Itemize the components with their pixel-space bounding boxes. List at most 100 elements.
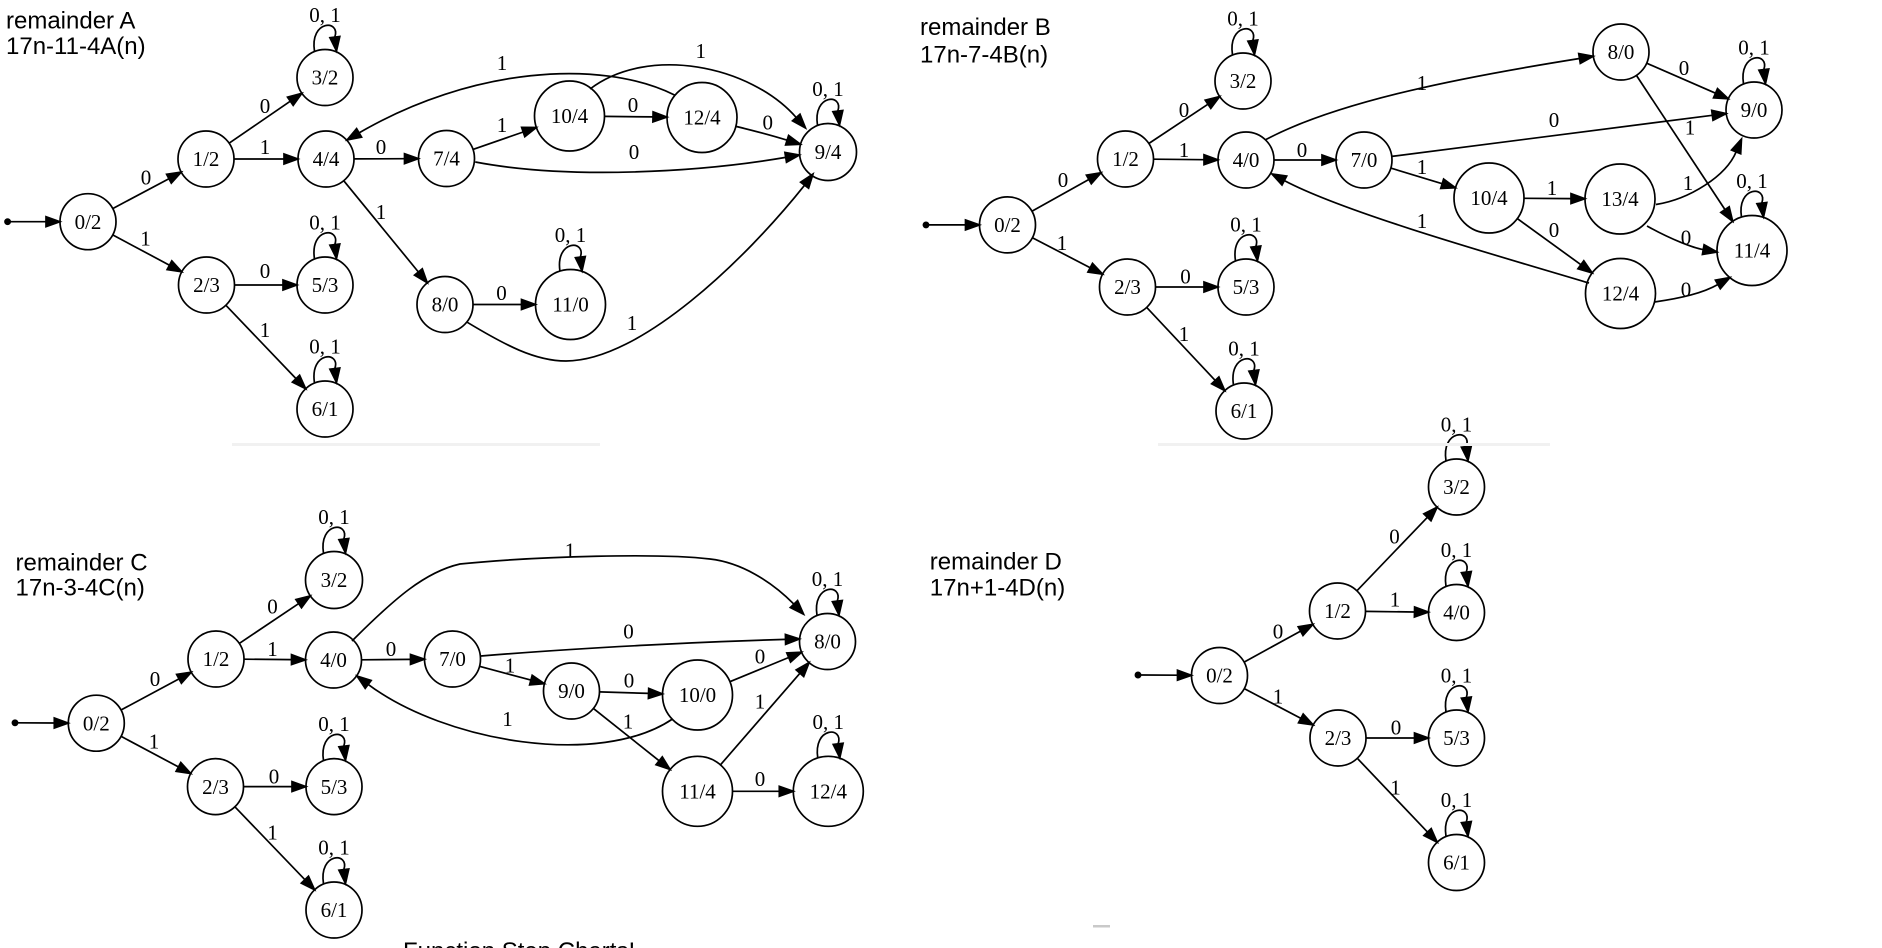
svg-text:1: 1 xyxy=(1685,116,1696,140)
svg-text:4/0: 4/0 xyxy=(1443,601,1470,625)
svg-text:0: 0 xyxy=(1179,98,1190,122)
svg-text:7/0: 7/0 xyxy=(1351,148,1378,172)
svg-text:0, 1: 0, 1 xyxy=(1441,413,1473,437)
svg-text:0, 1: 0, 1 xyxy=(309,335,341,359)
svg-text:0: 0 xyxy=(386,637,397,661)
svg-text:12/4: 12/4 xyxy=(810,780,848,804)
svg-text:10/0: 10/0 xyxy=(679,683,716,707)
svg-text:5/3: 5/3 xyxy=(312,273,339,297)
svg-text:0: 0 xyxy=(623,620,634,644)
svg-text:2/3: 2/3 xyxy=(1325,726,1352,750)
svg-text:0/2: 0/2 xyxy=(83,711,110,735)
svg-text:4/0: 4/0 xyxy=(320,648,347,672)
svg-text:0, 1: 0, 1 xyxy=(813,710,845,734)
svg-text:1: 1 xyxy=(376,200,387,224)
svg-text:1: 1 xyxy=(502,707,513,731)
svg-text:6/1: 6/1 xyxy=(1443,851,1470,875)
svg-text:0: 0 xyxy=(1389,525,1400,549)
svg-text:0: 0 xyxy=(1273,620,1284,644)
svg-text:1: 1 xyxy=(565,539,576,563)
svg-text:8/0: 8/0 xyxy=(1608,40,1635,64)
svg-text:2/3: 2/3 xyxy=(202,775,229,799)
svg-text:1: 1 xyxy=(497,113,508,137)
svg-text:11/0: 11/0 xyxy=(552,293,589,317)
svg-text:0: 0 xyxy=(1549,108,1560,132)
svg-text:5/3: 5/3 xyxy=(1443,726,1470,750)
svg-text:0, 1: 0, 1 xyxy=(309,3,341,27)
svg-text:1: 1 xyxy=(755,690,766,714)
svg-text:1: 1 xyxy=(1683,171,1694,195)
svg-text:0: 0 xyxy=(628,93,639,117)
svg-text:1/2: 1/2 xyxy=(1324,599,1351,623)
svg-text:0: 0 xyxy=(629,140,640,164)
svg-text:3/2: 3/2 xyxy=(1230,69,1257,93)
svg-text:0/2: 0/2 xyxy=(75,210,102,234)
svg-text:0, 1: 0, 1 xyxy=(1441,664,1473,688)
svg-text:0, 1: 0, 1 xyxy=(309,211,341,235)
svg-text:5/3: 5/3 xyxy=(321,775,348,799)
svg-text:1: 1 xyxy=(267,821,278,845)
svg-text:10/4: 10/4 xyxy=(1470,186,1508,210)
svg-text:0/2: 0/2 xyxy=(1206,664,1233,688)
svg-text:remainder C: remainder C xyxy=(16,550,148,577)
svg-text:0, 1: 0, 1 xyxy=(1441,538,1473,562)
svg-text:1: 1 xyxy=(1547,176,1558,200)
svg-text:Function Step Charts!: Function Step Charts! xyxy=(403,938,635,948)
svg-text:1: 1 xyxy=(1179,138,1190,162)
svg-text:0, 1: 0, 1 xyxy=(318,505,350,529)
svg-text:0: 0 xyxy=(762,111,773,135)
svg-text:12/4: 12/4 xyxy=(683,106,721,130)
svg-text:0: 0 xyxy=(624,669,635,693)
svg-text:12/4: 12/4 xyxy=(1602,282,1640,306)
svg-text:0: 0 xyxy=(755,767,766,791)
svg-text:0: 0 xyxy=(260,259,271,283)
svg-text:2/3: 2/3 xyxy=(193,273,220,297)
svg-text:6/1: 6/1 xyxy=(1231,399,1258,423)
svg-text:3/2: 3/2 xyxy=(321,568,348,592)
svg-text:17n+1-4D(n): 17n+1-4D(n) xyxy=(930,575,1065,602)
svg-text:0: 0 xyxy=(755,645,766,669)
svg-text:0: 0 xyxy=(1679,56,1690,80)
svg-text:9/0: 9/0 xyxy=(558,679,585,703)
svg-text:0, 1: 0, 1 xyxy=(318,712,350,736)
svg-text:1: 1 xyxy=(149,730,160,754)
svg-text:1: 1 xyxy=(627,311,638,335)
svg-text:1: 1 xyxy=(140,227,151,251)
svg-text:0, 1: 0, 1 xyxy=(555,223,587,247)
svg-text:1/2: 1/2 xyxy=(203,647,230,671)
svg-text:0: 0 xyxy=(1681,278,1692,302)
svg-text:remainder A: remainder A xyxy=(6,8,135,35)
svg-text:0: 0 xyxy=(1297,138,1308,162)
svg-text:1: 1 xyxy=(260,135,271,159)
svg-text:2/3: 2/3 xyxy=(1114,275,1141,299)
svg-text:1: 1 xyxy=(1390,588,1401,612)
svg-text:0, 1: 0, 1 xyxy=(812,77,844,101)
svg-text:6/1: 6/1 xyxy=(321,898,348,922)
svg-text:17n-3-4C(n): 17n-3-4C(n) xyxy=(16,575,145,602)
svg-text:9/4: 9/4 xyxy=(815,140,842,164)
svg-text:17n-11-4A(n): 17n-11-4A(n) xyxy=(6,33,146,60)
svg-text:1: 1 xyxy=(1417,71,1428,95)
svg-text:6/1: 6/1 xyxy=(312,397,339,421)
svg-text:0: 0 xyxy=(376,135,387,159)
svg-text:0, 1: 0, 1 xyxy=(1736,169,1768,193)
svg-text:4/4: 4/4 xyxy=(313,147,340,171)
svg-text:1: 1 xyxy=(1390,776,1401,800)
svg-text:1: 1 xyxy=(1417,155,1428,179)
svg-text:0: 0 xyxy=(269,765,280,789)
svg-text:11/4: 11/4 xyxy=(679,780,716,804)
svg-text:7/4: 7/4 xyxy=(433,147,460,171)
svg-text:4/0: 4/0 xyxy=(1233,148,1260,172)
svg-text:7/0: 7/0 xyxy=(439,647,466,671)
svg-text:8/0: 8/0 xyxy=(432,293,459,317)
svg-text:13/4: 13/4 xyxy=(1601,187,1639,211)
svg-text:5/3: 5/3 xyxy=(1233,275,1260,299)
svg-text:3/2: 3/2 xyxy=(1443,475,1470,499)
svg-text:1: 1 xyxy=(1273,685,1284,709)
svg-text:0: 0 xyxy=(1681,226,1692,250)
svg-text:1: 1 xyxy=(260,318,271,342)
svg-text:remainder B: remainder B xyxy=(920,14,1051,41)
svg-text:1: 1 xyxy=(1417,209,1428,233)
svg-text:1: 1 xyxy=(1057,231,1068,255)
svg-text:0, 1: 0, 1 xyxy=(1441,788,1473,812)
